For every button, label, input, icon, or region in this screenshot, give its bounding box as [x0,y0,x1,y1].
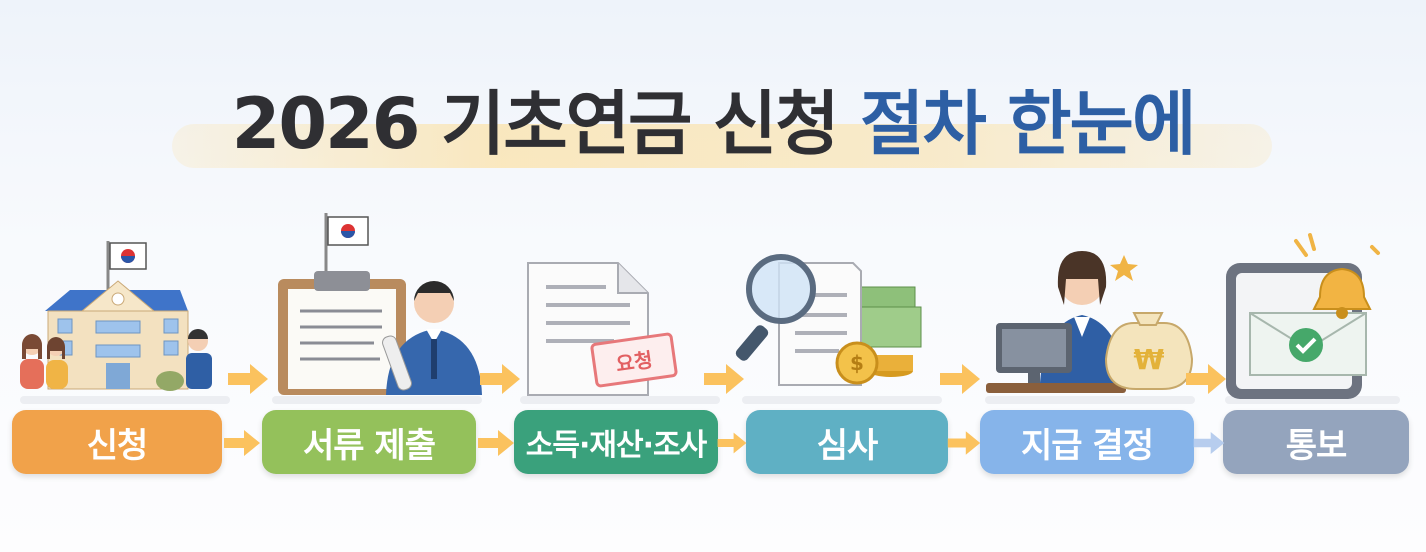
stamp-text: 요청 [614,348,654,377]
building-family-icon [20,241,212,391]
step-investigation: 소득·재산·조사 [514,410,718,474]
arrow-right-icon [1193,431,1225,455]
ground-shadow [1225,396,1400,404]
magnifier-money-icon: $ [735,254,922,386]
clipboard-officer-icon [278,213,482,395]
step-label: 서류 제출 [303,425,436,466]
step-notice: 통보 [1223,410,1409,474]
officer-moneybag-icon: ₩ [986,251,1194,393]
document-stamp-icon: 요청 [527,262,678,396]
arrow-right-icon [480,364,520,394]
title-area: 2026 기초연금 신청 절차 한눈에 [0,60,1426,170]
arrow-right-icon [478,430,514,456]
arrow-right-icon [947,431,981,455]
ground-shadow [520,396,720,404]
arrow-right-icon [224,430,260,456]
arrow-right-icon [940,364,980,394]
tablet-mail-bell-icon [1226,233,1380,399]
ground-shadow [272,396,482,404]
won-icon: ₩ [1134,343,1165,376]
page-title: 2026 기초연금 신청 절차 한눈에 [0,68,1426,169]
arrow-right-icon [228,364,268,394]
ground-shadow [742,396,942,404]
arrow-right-icon [1186,364,1226,394]
step-label: 통보 [1285,425,1348,466]
title-highlight [172,124,1272,168]
step-label: 지급 결정 [1021,425,1154,466]
ground-shadow [20,396,230,404]
step-documents: 서류 제출 [262,410,476,474]
step-label: 신청 [86,425,149,466]
step-apply: 신청 [12,410,222,474]
step-label: 심사 [816,425,879,466]
step-review: 심사 [746,410,948,474]
coin-icon: $ [850,351,864,375]
title-accent: 절차 한눈에 [859,83,1196,165]
step-label: 소득·재산·조사 [525,428,707,463]
arrow-right-icon [717,432,747,454]
step-decision: 지급 결정 [980,410,1194,474]
ground-shadow [985,396,1195,404]
arrow-right-icon [704,364,744,394]
title-main: 2026 기초연금 신청 [231,83,860,165]
